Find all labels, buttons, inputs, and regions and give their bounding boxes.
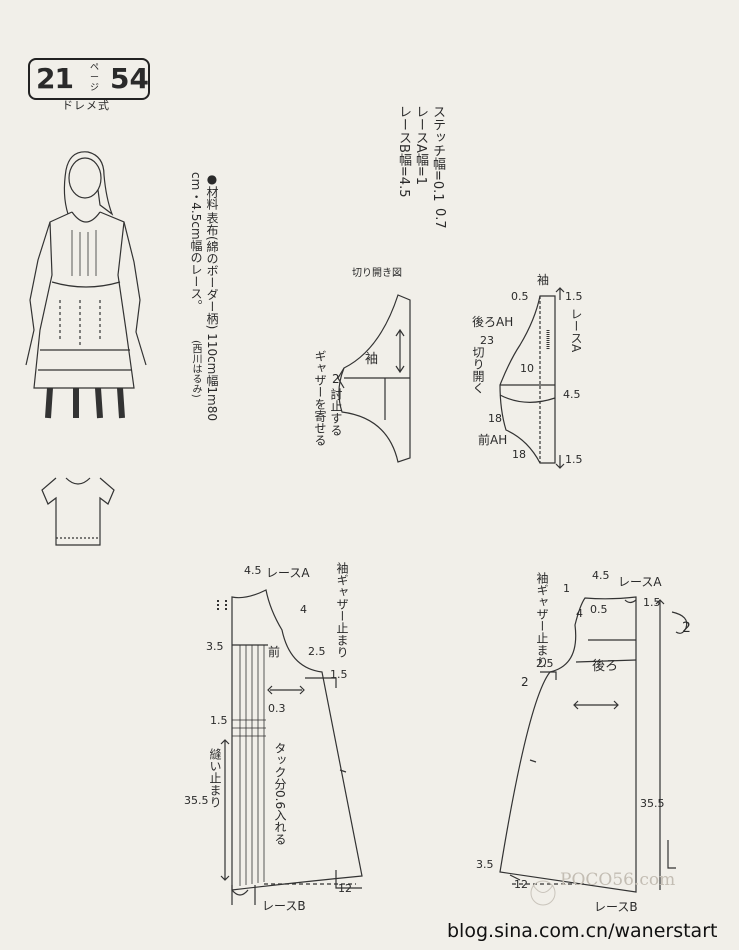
- sleeve-num-18b: 18: [512, 448, 526, 461]
- back-num-05: 0.5: [590, 603, 608, 616]
- front-lace-a: レースA: [266, 566, 310, 580]
- back-sleeve-gather: 袖ギャザー止まり: [535, 572, 549, 668]
- front-num-25: 2.5: [308, 645, 326, 658]
- cut-diagram-sleeve: 袖: [365, 352, 379, 367]
- page-word: ページ: [90, 63, 100, 93]
- front-num-355: 35.5: [184, 794, 209, 807]
- front-num-35: 3.5: [206, 640, 224, 653]
- materials-heading: ●材料: [205, 172, 219, 210]
- sleeve-num-05: 0.5: [511, 290, 529, 303]
- front-num-12: 12: [338, 882, 352, 895]
- front-sleeve-gather: 袖ギャザー止まり: [335, 562, 349, 658]
- back-num-15: 1.5: [643, 596, 661, 609]
- back-num-2a: 2: [682, 620, 691, 636]
- sleeve-back-ah: 後ろAH: [472, 315, 514, 329]
- cut-diagram-stop: 討止する: [329, 388, 343, 436]
- front-num-45: 4.5: [244, 564, 262, 577]
- back-lace-b: レースB: [594, 900, 638, 914]
- front-pattern: [217, 589, 363, 905]
- sleeve-num-15b: 1.5: [565, 453, 583, 466]
- stitch-line-1b: 0.7: [432, 208, 447, 229]
- cut-diagram-num-2: 2: [332, 372, 340, 386]
- flat-sketch: [41, 477, 115, 546]
- front-num-03: 0.3: [268, 702, 286, 715]
- back-num-25: 2.5: [536, 657, 554, 670]
- back-num-4: 4: [576, 607, 583, 620]
- sleeve-num-45: 4.5: [563, 388, 581, 401]
- front-num-15b: 1.5: [210, 714, 228, 727]
- back-num-355: 35.5: [640, 797, 665, 810]
- sleeve-num-10: 10: [520, 362, 534, 375]
- blog-footer: blog.sina.com.cn/wanerstart: [447, 920, 718, 942]
- front-label: 前: [268, 645, 281, 659]
- page-number-right: 54: [110, 62, 149, 95]
- model-illustration: [25, 151, 147, 419]
- cut-open-diagram: [337, 294, 411, 463]
- page-badge: 21 ページ 54: [28, 58, 150, 100]
- back-pattern: [499, 596, 688, 893]
- watermark-graphic: [530, 880, 556, 906]
- page-number-left: 21: [36, 62, 74, 95]
- stitch-line-2: レースA幅=1: [413, 105, 428, 186]
- sleeve-cut-open: 切り開く: [471, 346, 485, 394]
- badge-subtitle: ドレメ式: [62, 99, 110, 112]
- back-label: 後ろ: [592, 659, 619, 674]
- stitch-line-3: レースB幅=4.5: [396, 105, 411, 198]
- back-num-12: 12: [514, 878, 528, 891]
- front-lace-b: レースB: [262, 899, 306, 913]
- front-num-15a: 1.5: [330, 668, 348, 681]
- cut-diagram-gather: ギャザーを寄せる: [313, 350, 327, 446]
- materials-line-2: cm・4.5cm幅のレース。: [189, 172, 203, 312]
- sleeve-pattern: [499, 287, 565, 469]
- back-num-2b: 2: [521, 675, 529, 689]
- cut-diagram-title: 切り開き図: [352, 268, 402, 279]
- back-num-1: 1: [563, 582, 570, 595]
- front-sew-stop: 縫い止まり: [208, 748, 222, 808]
- sleeve-num-18a: 18: [488, 412, 502, 425]
- materials-credit: (西川はるみ): [190, 340, 201, 398]
- sleeve-front-ah: 前AH: [478, 433, 508, 447]
- watermark-text: POCO56.com: [560, 870, 676, 890]
- sleeve-num-23: 23: [480, 334, 494, 347]
- back-num-35: 3.5: [476, 858, 494, 871]
- back-lace-a: レースA: [618, 575, 662, 589]
- sleeve-lace-a: レースA: [569, 308, 583, 353]
- front-tuck: タック分0.6入れる: [273, 742, 287, 846]
- sleeve-title: 袖: [537, 273, 550, 287]
- sleeve-num-15a: 1.5: [565, 290, 583, 303]
- back-num-45: 4.5: [592, 569, 610, 582]
- stitch-line-1: ステッチ幅=0.1: [430, 105, 445, 202]
- materials-line-1: 表布(綿のボーダー柄) 110cm幅1m80: [205, 212, 219, 421]
- front-num-4: 4: [300, 603, 307, 616]
